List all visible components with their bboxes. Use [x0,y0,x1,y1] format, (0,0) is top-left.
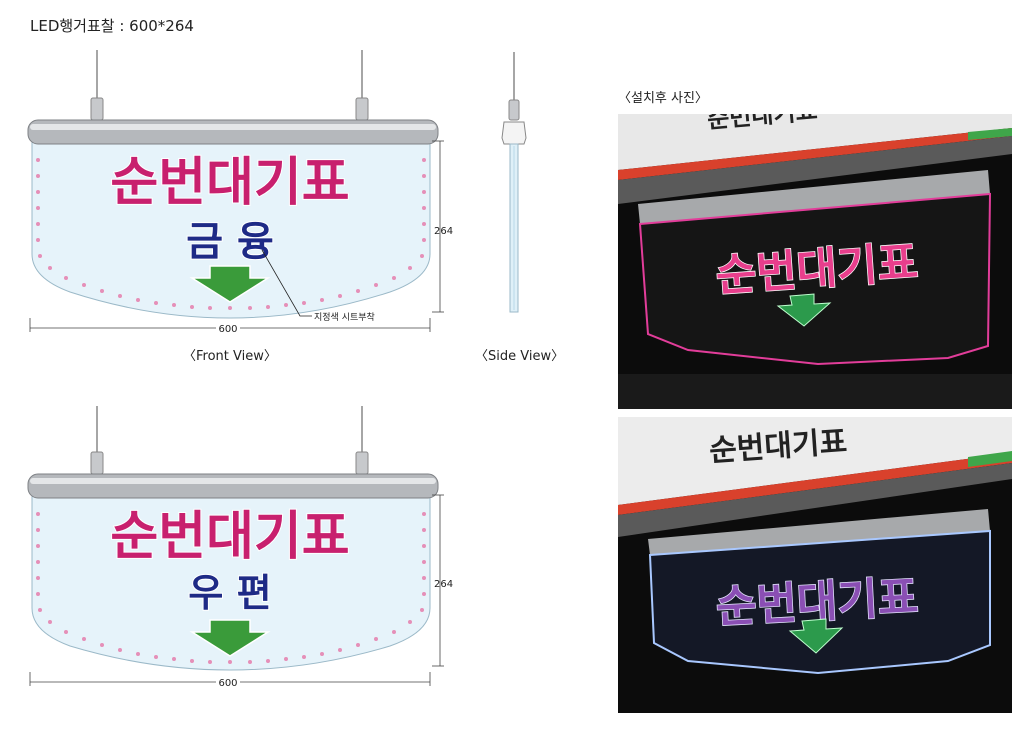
height-dimension-label: 264 [434,226,453,237]
main-sign-text: 순번대기표 [110,153,349,213]
install-photo-1: 순번대기표 순번대기표 [618,114,1012,409]
sign-glow-outline [638,192,992,366]
side-rail-profile [501,121,527,145]
front-view-drawing-2: 순번대기표 우 편 264 600 [27,406,453,689]
led-dot-border-2 [36,512,426,664]
width-dimension-label: 600 [218,324,237,335]
page-title: LED행거표찰 : 600*264 [30,17,194,35]
side-view-drawing [501,52,527,313]
wire-clip-left [90,97,104,121]
top-rail [27,119,439,145]
down-arrow-icon [189,265,271,303]
sub-sign-text-2: 우 편 [188,571,271,615]
side-view-label: 〈Side View〉 [475,349,565,364]
callout-line [261,249,312,317]
led-dot-border [36,158,426,310]
front-view-drawing-1: 순번대기표 금 융 지정색 시트부착 264 600 [27,50,453,335]
callout-label: 지정색 시트부착 [314,312,375,323]
down-arrow-icon-2 [189,619,271,657]
sub-sign-text: 금 융 [186,219,274,265]
wire-clip-right [355,97,369,121]
height-dimension-label-2: 264 [434,579,453,590]
rail-highlight [30,124,436,130]
acrylic-panel [31,139,431,319]
photo-sign-text-2: 순번대기표 [715,572,920,634]
photos-title: 〈설치후 사진〉 [618,91,708,106]
sign-glow-outline-2 [648,529,991,675]
front-view-label: 〈Front View〉 [183,349,277,364]
main-sign-text-2: 순번대기표 [110,507,349,567]
install-photo-2: 순번대기표 순번대기표 [618,417,1012,713]
width-dimension-label-2: 600 [218,678,237,689]
acrylic-panel-2 [31,493,431,671]
